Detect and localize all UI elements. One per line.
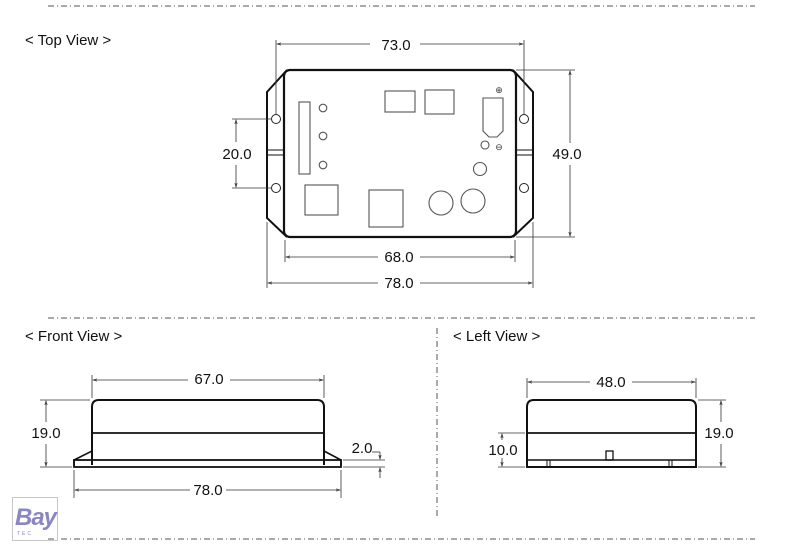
logo-subtext: TEC — [17, 531, 33, 537]
led — [318, 131, 328, 141]
round-connector — [428, 190, 454, 216]
dim-height: 49.0 — [552, 146, 581, 163]
front-body-outline — [91, 399, 325, 465]
dim-body-width: 68.0 — [384, 249, 413, 266]
led — [318, 103, 328, 113]
dim-overall-width: 78.0 — [384, 275, 413, 292]
dim-left-lower-height: 10.0 — [488, 442, 517, 459]
connector-block — [304, 184, 339, 216]
section-dividers — [48, 5, 755, 540]
round-connector — [460, 188, 486, 214]
mounting-hole — [271, 114, 281, 124]
led — [318, 160, 328, 170]
component-block — [424, 89, 455, 115]
power-connector — [482, 97, 504, 138]
minus-symbol: ⊖ — [495, 142, 503, 152]
front-base-flange — [73, 459, 342, 468]
left-notch — [605, 450, 614, 461]
front-view-drawing: 67.0 19.0 2.0 78.0 — [31, 371, 385, 499]
connector-block — [368, 189, 404, 228]
logo-text: Bay — [15, 504, 57, 531]
plus-symbol: ⊕ — [495, 85, 503, 95]
left-body-outline — [526, 399, 697, 468]
left-view-drawing: 48.0 19.0 10.0 — [488, 374, 734, 468]
dim-front-overall-width: 78.0 — [193, 482, 222, 499]
dim-flange-thickness: 2.0 — [352, 440, 373, 457]
component-block — [384, 90, 416, 113]
pin-header — [298, 101, 311, 175]
mounting-hole — [519, 114, 529, 124]
round-component — [472, 161, 488, 177]
mounting-hole — [271, 183, 281, 193]
dim-hole-spacing-y: 20.0 — [222, 146, 251, 163]
dim-left-height: 19.0 — [704, 425, 733, 442]
top-view-title: < Top View > — [25, 32, 112, 49]
dim-front-top-width: 67.0 — [194, 371, 223, 388]
dim-hole-spacing-x: 73.0 — [381, 37, 410, 54]
dim-left-width: 48.0 — [596, 374, 625, 391]
mounting-hole — [519, 183, 529, 193]
top-view-drawing: 73.0 20.0 49.0 68.0 78.0 ⊕ ⊖ — [222, 37, 581, 292]
dim-front-height: 19.0 — [31, 425, 60, 442]
front-view-title: < Front View > — [25, 328, 123, 345]
top-body-outline — [282, 68, 518, 239]
small-hole — [480, 140, 490, 150]
left-view-title: < Left View > — [453, 328, 541, 345]
baytec-logo: Bay TEC — [12, 497, 58, 541]
